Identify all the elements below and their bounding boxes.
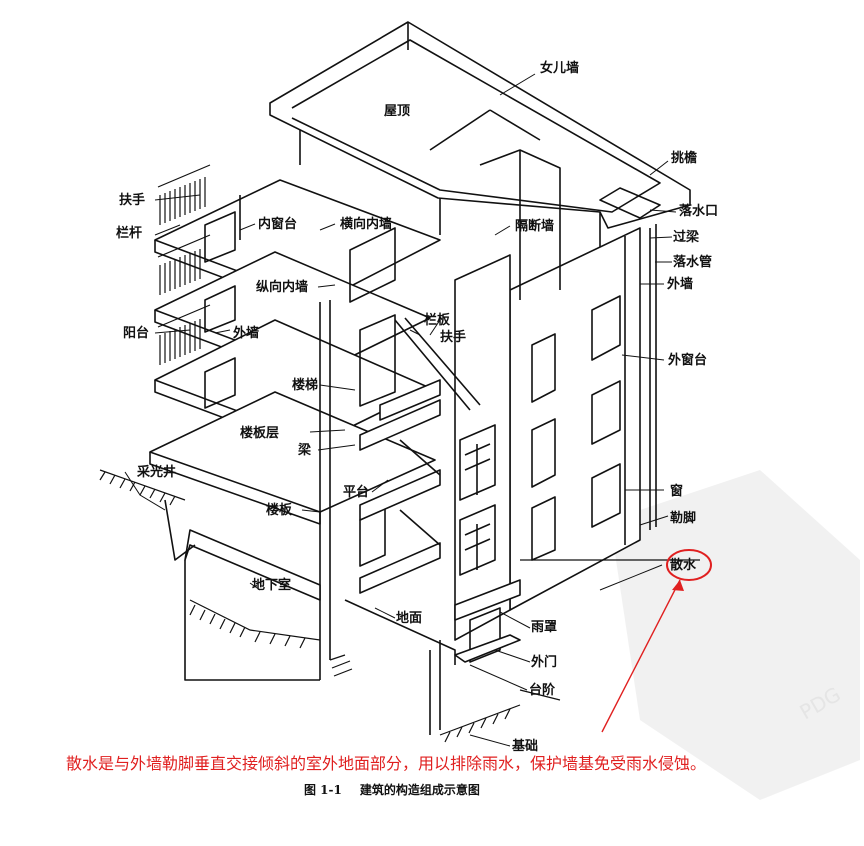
label-apron: 散水 bbox=[670, 558, 697, 573]
label-floor-layer: 楼板层 bbox=[240, 426, 280, 441]
label-exterior-sill: 外窗台 bbox=[668, 353, 708, 368]
label-plinth: 勒脚 bbox=[670, 511, 697, 526]
label-downpipe: 落水管 bbox=[673, 255, 713, 270]
label-exterior-wall-left: 外墙 bbox=[233, 326, 260, 341]
label-handrail-left: 扶手 bbox=[119, 193, 146, 208]
label-roof: 屋顶 bbox=[384, 104, 411, 119]
label-eave: 挑檐 bbox=[671, 151, 698, 166]
label-canopy: 雨罩 bbox=[531, 620, 558, 635]
leader-lines bbox=[124, 73, 677, 747]
label-lintel: 过梁 bbox=[673, 230, 700, 245]
figure-number: 图 1-1 bbox=[304, 783, 342, 797]
label-window: 窗 bbox=[670, 484, 684, 499]
label-stair-handrail: 扶手 bbox=[440, 330, 467, 345]
label-interior-sill: 内窗台 bbox=[258, 217, 298, 232]
sanshui-highlight bbox=[601, 549, 712, 733]
label-light-well: 采光井 bbox=[137, 465, 177, 480]
building-outline bbox=[149, 21, 691, 735]
figure-caption: 图 1-1 建筑的构造组成示意图 bbox=[304, 781, 480, 798]
watermark-seal: PDG bbox=[610, 470, 860, 800]
label-steps: 台阶 bbox=[529, 683, 556, 698]
label-ground-floor: 地面 bbox=[396, 611, 423, 626]
label-landing: 平台 bbox=[343, 485, 370, 500]
annotation-note: 散水是与外墙勒脚垂直交接倾斜的室外地面部分，用以排除雨水，保护墙基免受雨水侵蚀。 bbox=[66, 754, 707, 773]
label-basement: 地下室 bbox=[252, 578, 292, 593]
label-floor-slab: 楼板 bbox=[266, 503, 293, 518]
label-staircase: 楼梯 bbox=[292, 378, 319, 393]
label-beam: 梁 bbox=[298, 443, 312, 458]
label-balcony: 阳台 bbox=[123, 326, 150, 341]
label-balustrade: 栏板 bbox=[424, 313, 451, 328]
label-exterior-wall-right: 外墙 bbox=[667, 277, 694, 292]
label-foundation: 基础 bbox=[512, 739, 539, 754]
ground-hatching bbox=[99, 469, 700, 743]
figure-title: 建筑的构造组成示意图 bbox=[359, 783, 480, 797]
label-longitudinal-wall: 纵向内墙 bbox=[256, 280, 309, 295]
label-railing: 栏杆 bbox=[116, 226, 143, 241]
label-transverse-wall: 横向内墙 bbox=[340, 217, 393, 232]
balcony-railings bbox=[157, 164, 211, 365]
label-parapet: 女儿墙 bbox=[540, 61, 580, 76]
label-exterior-door: 外门 bbox=[531, 655, 558, 670]
label-partition-wall: 隔断墙 bbox=[515, 219, 555, 234]
label-drain-outlet: 落水口 bbox=[679, 204, 719, 219]
